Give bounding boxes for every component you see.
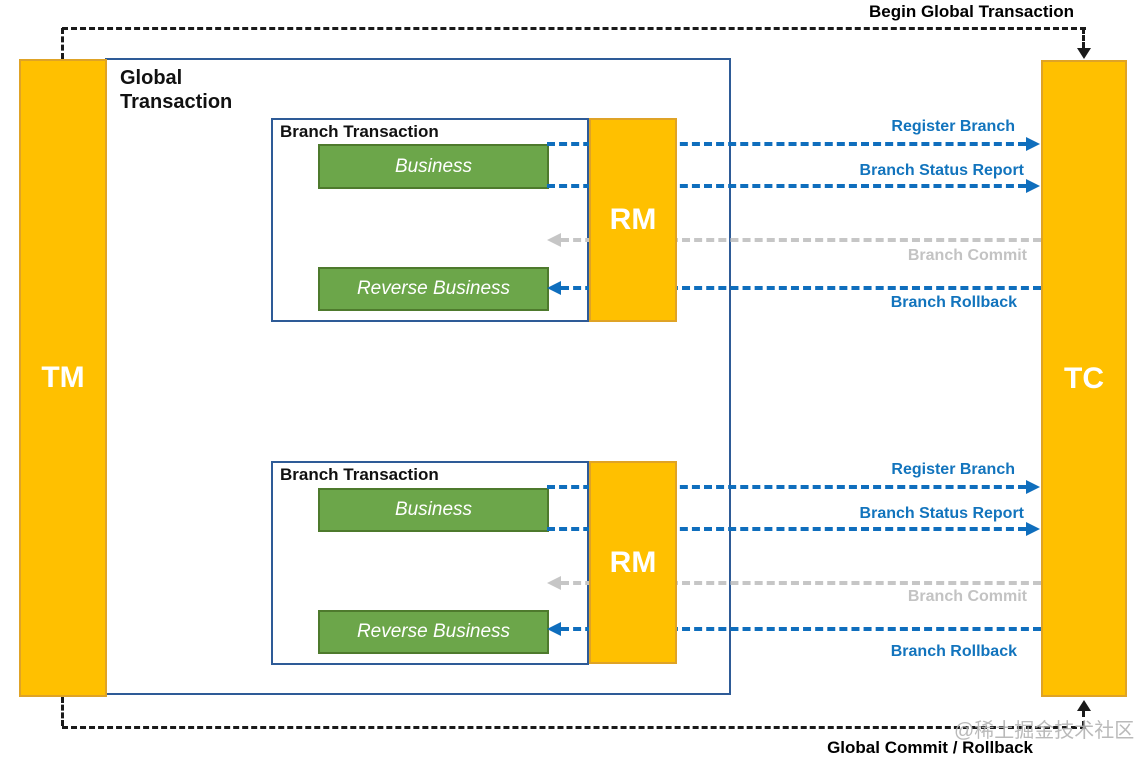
branch-commit-arrowhead-icon-2 xyxy=(547,576,561,590)
branch-status-report-label-2: Branch Status Report xyxy=(859,505,1024,522)
branch-transaction-title-2: Branch Transaction xyxy=(280,465,439,484)
branch-commit-line-1 xyxy=(561,238,1041,242)
rm-box-1: RM xyxy=(589,118,677,322)
begin-flow-line xyxy=(62,27,1086,30)
register-branch-label-2: Register Branch xyxy=(891,461,1015,478)
tm-bar: TM xyxy=(19,59,107,697)
branch-rollback-line-1 xyxy=(561,286,1041,290)
commit-flow-arrowhead-icon xyxy=(1077,700,1091,711)
branch-commit-arrowhead-icon-1 xyxy=(547,233,561,247)
commit-flow-line-left xyxy=(61,697,64,726)
branch-rollback-label-1: Branch Rollback xyxy=(890,294,1017,311)
branch-rollback-arrowhead-icon-2 xyxy=(547,622,561,636)
watermark-text: @稀土掘金技术社区 xyxy=(954,720,1135,742)
business-box-2: Business xyxy=(318,488,549,532)
register-branch-arrowhead-icon-1 xyxy=(1026,137,1040,151)
register-branch-label-1: Register Branch xyxy=(891,118,1015,135)
register-branch-arrowhead-icon-2 xyxy=(1026,480,1040,494)
branch-rollback-line-2 xyxy=(561,627,1041,631)
branch-status-report-line-1 xyxy=(547,184,1026,188)
branch-commit-line-2 xyxy=(561,581,1041,585)
business-box-1: Business xyxy=(318,144,549,189)
branch-transaction-box-1: Branch Transaction Business Reverse Busi… xyxy=(271,118,589,322)
branch-status-report-arrowhead-icon-2 xyxy=(1026,522,1040,536)
tc-bar: TC xyxy=(1041,60,1127,697)
branch-status-report-line-2 xyxy=(547,527,1026,531)
branch-status-report-arrowhead-icon-1 xyxy=(1026,179,1040,193)
register-branch-line-2 xyxy=(547,485,1026,489)
branch-status-report-label-1: Branch Status Report xyxy=(859,162,1024,179)
branch-rollback-label-2: Branch Rollback xyxy=(890,643,1017,660)
rm-box-2: RM xyxy=(589,461,677,664)
branch-rollback-arrowhead-icon-1 xyxy=(547,281,561,295)
register-branch-line-1 xyxy=(547,142,1026,146)
begin-flow-arrowhead-icon xyxy=(1077,48,1091,59)
branch-commit-label-2: Branch Commit xyxy=(907,588,1027,605)
reverse-business-box-1: Reverse Business xyxy=(318,267,549,311)
branch-transaction-box-2: Branch Transaction Business Reverse Busi… xyxy=(271,461,589,665)
begin-flow-line-left xyxy=(61,28,64,59)
commit-flow-line-right xyxy=(1082,711,1085,727)
commit-flow-line xyxy=(62,726,1086,729)
branch-transaction-title-1: Branch Transaction xyxy=(280,122,439,141)
global-transaction-label: Global Transaction xyxy=(120,67,233,113)
branch-commit-label-1: Branch Commit xyxy=(907,247,1027,264)
begin-global-transaction-label: Begin Global Transaction xyxy=(869,2,1074,21)
begin-flow-line-right xyxy=(1082,28,1085,48)
global-commit-rollback-label: Global Commit / Rollback xyxy=(827,738,1033,757)
reverse-business-box-2: Reverse Business xyxy=(318,610,549,654)
